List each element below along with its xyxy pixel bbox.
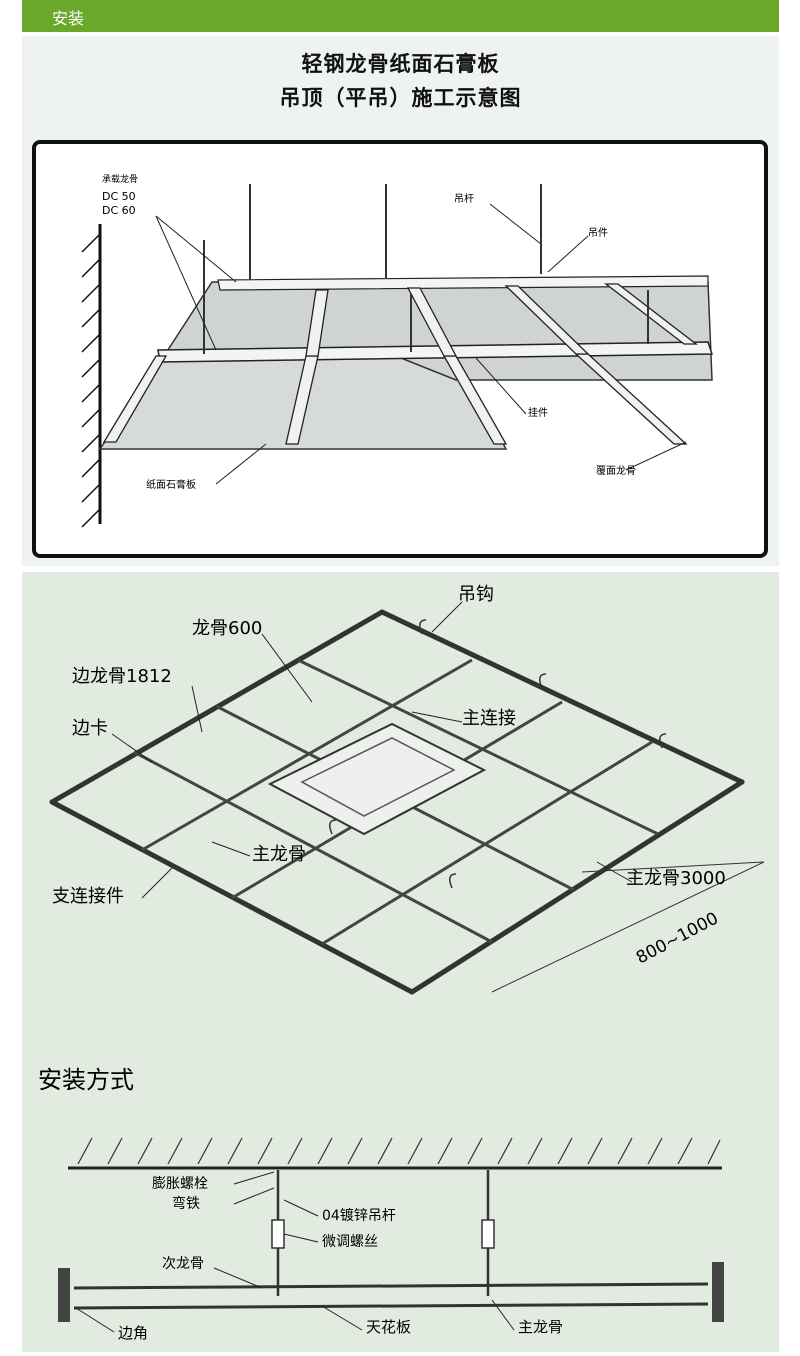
left-wall	[58, 1268, 70, 1322]
ceiling-board	[73, 1302, 709, 1310]
adjust-screws	[271, 1219, 495, 1249]
diagram1-title-line2: 吊顶（平吊）施工示意图	[279, 86, 522, 110]
label-bearing: 承载龙骨	[102, 173, 138, 185]
label-dc60: DC 60	[102, 204, 136, 217]
grid-edge-front-right	[409, 779, 745, 995]
diagram1-panel: 轻钢龙骨纸面石膏板 吊顶（平吊）施工示意图	[22, 36, 779, 566]
label-main-keel-2: 主龙骨	[518, 1318, 563, 1336]
ceiling-tile	[267, 722, 487, 836]
label-hook: 吊钩	[458, 584, 494, 605]
label-branch-joint: 支连接件	[52, 886, 124, 907]
hooks	[329, 619, 667, 889]
installation-title: 安装方式	[38, 1066, 134, 1094]
keel-grid-and-installation: 吊钩 龙骨600 边龙骨1812 主连接 边卡 主龙骨 支连接件 主龙骨3000…	[38, 584, 765, 1342]
ceiling-schematic: 承载龙骨 DC 50 DC 60 吊杆 吊件 挂件 覆面龙骨 纸面石膏板	[81, 173, 714, 528]
grid-edge-back-right	[379, 609, 745, 785]
label-dimension: 800~1000	[633, 909, 722, 969]
wall-hatching	[81, 233, 101, 528]
keel-grid-inner	[133, 658, 659, 946]
label-rod: 吊杆	[454, 193, 474, 205]
label-hanger: 吊件	[588, 227, 608, 239]
label-adjust: 微调螺丝	[322, 1234, 378, 1250]
grid-leader-lines	[111, 601, 633, 899]
label-bracket: 弯铁	[172, 1195, 200, 1212]
label-rod04: 04镀锌吊杆	[322, 1207, 396, 1224]
diagram1-title-line1: 轻钢龙骨纸面石膏板	[301, 52, 500, 76]
label-bolt: 膨胀螺栓	[152, 1175, 208, 1192]
label-main-keel: 主龙骨	[252, 844, 306, 865]
label-edge-keel: 边龙骨1812	[72, 666, 172, 687]
installation-leaders	[75, 1171, 515, 1333]
label-secondary: 次龙骨	[162, 1256, 204, 1272]
slab-hatching	[77, 1137, 721, 1165]
cover-keels	[102, 283, 698, 445]
suspension-rods	[203, 184, 649, 354]
label-corner: 边角	[118, 1324, 148, 1342]
diagram2-panel: 吊钩 龙骨600 边龙骨1812 主连接 边卡 主龙骨 支连接件 主龙骨3000…	[22, 572, 779, 1352]
installation-rods	[276, 1170, 490, 1296]
bearing-keel-back	[217, 275, 709, 291]
label-main-joint: 主连接	[462, 708, 516, 729]
label-edge-clip: 边卡	[72, 718, 108, 739]
label-keel600: 龙骨600	[192, 618, 262, 639]
section-header-bar: 安装	[22, 0, 779, 32]
label-clip: 挂件	[528, 406, 548, 419]
label-main-keel3000: 主龙骨3000	[626, 868, 726, 889]
section-title: 安装	[52, 9, 85, 28]
label-ceiling: 天花板	[366, 1318, 411, 1336]
secondary-keel	[73, 1282, 709, 1290]
right-wall	[712, 1262, 724, 1322]
label-cover-keel: 覆面龙骨	[596, 464, 636, 477]
leader-lines	[155, 203, 687, 485]
diagram1-frame: 承载龙骨 DC 50 DC 60 吊杆 吊件 挂件 覆面龙骨 纸面石膏板	[32, 140, 768, 558]
ceiling-tile-inner	[300, 737, 456, 817]
label-dc50: DC 50	[102, 190, 136, 203]
label-board: 纸面石膏板	[146, 478, 196, 491]
